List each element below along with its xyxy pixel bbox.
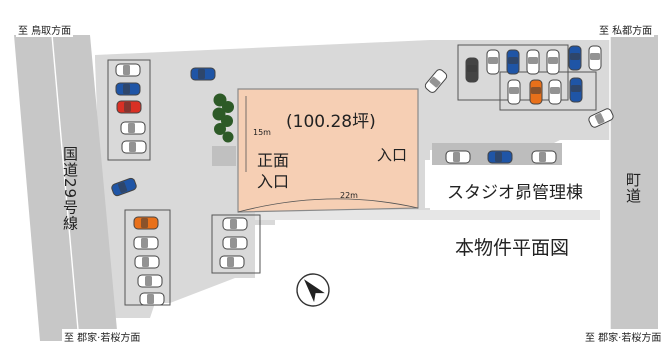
- national-route-centerline: [51, 34, 80, 341]
- car-icon: [190, 67, 216, 81]
- direction-label-tottori: 至 鳥取方面: [16, 22, 74, 37]
- car-icon: [222, 236, 248, 250]
- studio-management-building: [425, 160, 605, 208]
- car-icon: [137, 274, 163, 288]
- town-road-label: 町道: [624, 172, 642, 204]
- car-icon: [568, 45, 582, 71]
- plan-title: 本物件平面図: [455, 237, 570, 259]
- car-icon: [222, 217, 248, 231]
- tree-planter: [212, 146, 236, 166]
- car-icon: [133, 236, 159, 250]
- sidewalk-strip: [255, 210, 600, 220]
- car-icon: [588, 45, 602, 71]
- car-icon: [548, 79, 562, 105]
- car-icon: [531, 150, 557, 164]
- car-icon: [115, 63, 141, 77]
- car-icon: [116, 100, 142, 114]
- car-icon: [546, 49, 560, 75]
- direction-label-kisaichi: 至 私都方面: [597, 22, 655, 37]
- car-icon: [529, 79, 543, 105]
- car-icon: [487, 150, 513, 164]
- entrance-label: 入口: [377, 146, 408, 164]
- car-icon: [507, 79, 521, 105]
- car-icon: [465, 57, 479, 83]
- car-icon: [134, 255, 160, 269]
- lot-width-label: 22m: [340, 191, 358, 200]
- lot-front-dimension-arc: [237, 198, 419, 213]
- direction-label-kooge-southwest: 至 郡家·若桜方面: [62, 329, 143, 344]
- building-name-label: スタジオ昴管理棟: [447, 183, 583, 203]
- car-icon: [120, 121, 146, 135]
- north-arrow-icon: [296, 273, 330, 307]
- direction-label-kooge-southeast: 至 郡家·若桜方面: [583, 329, 664, 344]
- national-route-label: 国道29号線: [61, 146, 79, 232]
- car-icon: [569, 77, 583, 103]
- car-icon: [506, 49, 520, 75]
- lot-depth-label: 15m: [253, 128, 271, 137]
- front-entrance-label: 正面 入口: [257, 151, 290, 191]
- car-icon: [133, 216, 159, 230]
- car-icon: [115, 82, 141, 96]
- lot-area-label: (100.28坪): [286, 112, 376, 132]
- car-icon: [139, 292, 165, 306]
- car-icon: [121, 140, 147, 154]
- car-icon: [526, 49, 540, 75]
- tree-row: [212, 93, 234, 143]
- car-icon: [486, 49, 500, 75]
- town-road: [610, 35, 658, 341]
- car-icon: [219, 255, 245, 269]
- car-icon: [445, 150, 471, 164]
